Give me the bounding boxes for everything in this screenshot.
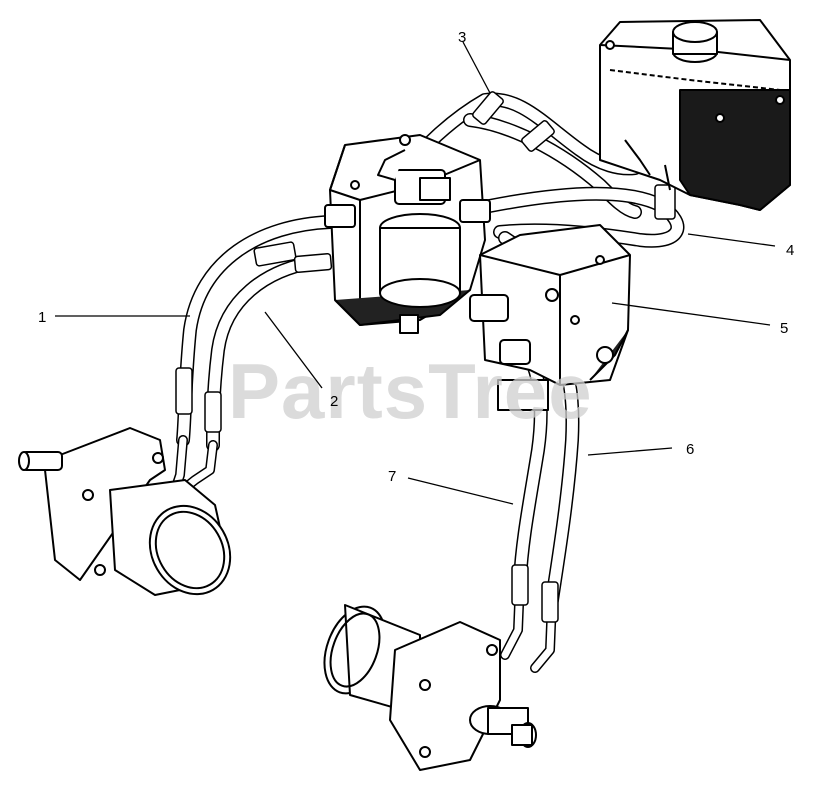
callout-3: 3 (458, 29, 466, 46)
callout-5: 5 (780, 320, 788, 337)
left-hydraulic-pump (324, 134, 491, 334)
callout-7: 7 (388, 468, 396, 485)
callout-4: 4 (786, 242, 794, 259)
hydraulic-tank (599, 19, 791, 211)
leader-5 (611, 302, 771, 326)
leader-7 (407, 477, 514, 505)
callout-1: 1 (38, 309, 46, 326)
callout-2: 2 (330, 393, 338, 410)
leader-4 (687, 233, 776, 247)
watermark-text: PartsTree (228, 347, 593, 435)
hose-fittings (175, 91, 676, 623)
hose-3 (393, 92, 642, 219)
right-hydraulic-pump (469, 224, 631, 411)
callout-leaders (55, 41, 776, 505)
left-wheel-motor (18, 427, 232, 596)
callout-6: 6 (686, 441, 694, 458)
leader-2 (264, 311, 323, 389)
leader-6 (587, 447, 673, 456)
leader-3 (462, 41, 491, 94)
callout-labels: 1 2 3 4 5 6 7 (38, 29, 794, 485)
right-wheel-motor (323, 604, 537, 771)
